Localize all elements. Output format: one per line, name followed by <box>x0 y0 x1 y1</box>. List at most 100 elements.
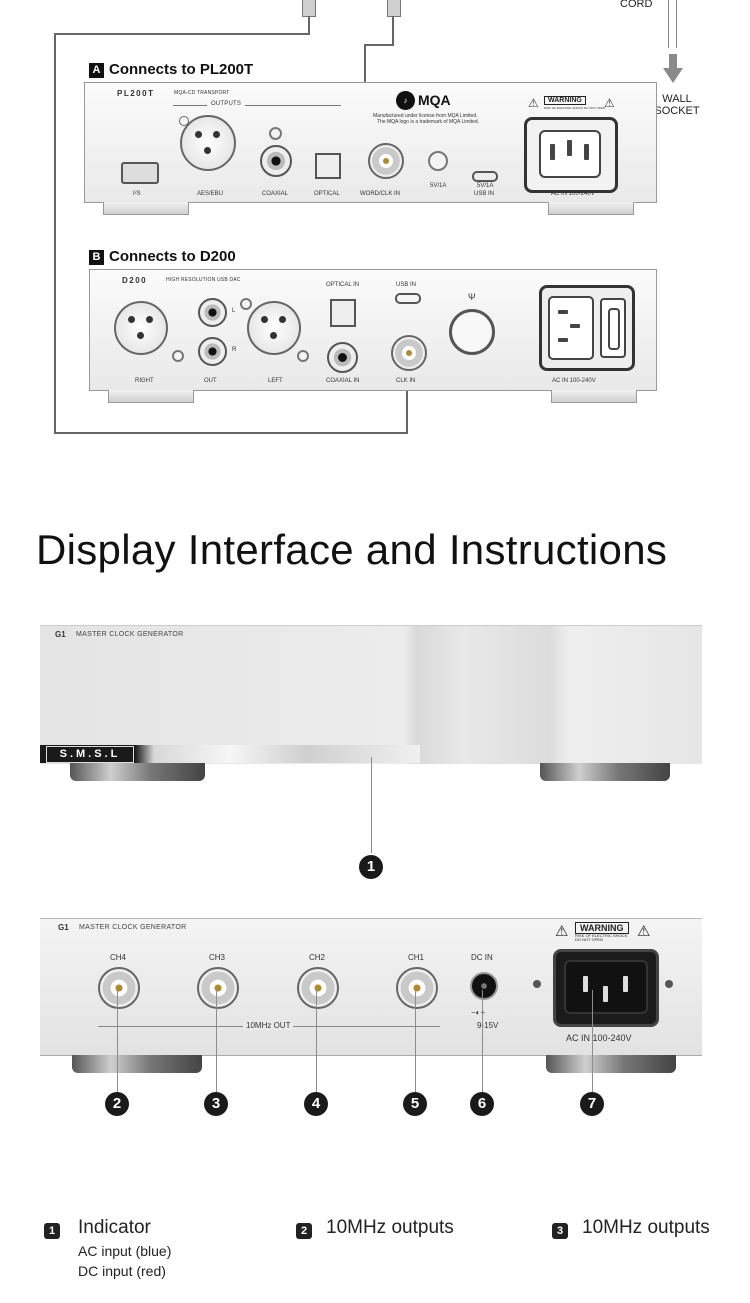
callout-5: 5 <box>403 1092 427 1116</box>
arrow-down-icon <box>663 54 683 83</box>
rear-foot <box>72 1055 202 1073</box>
warning-label: ⚠ WARNING RISK OF ELECTRIC SHOCK DO NOT … <box>528 96 618 112</box>
d200-ac-label: AC IN 100-240V <box>552 378 596 384</box>
coaxial-label: COAXIAL <box>262 191 289 197</box>
front-model-text: MASTER CLOCK GENERATOR <box>76 631 184 638</box>
section-a-badge: A <box>89 63 104 78</box>
section-b-badge: B <box>89 250 104 265</box>
d200-foot <box>551 390 637 403</box>
hdmi-i2s-port <box>121 162 159 184</box>
ch4-label: CH4 <box>110 953 127 962</box>
right-xlr-port <box>114 301 168 355</box>
mqa-notice-line-1: Manufactured under license from MQA Limi… <box>373 113 478 119</box>
page-heading: Display Interface and Instructions <box>36 526 668 573</box>
power-cord-label: CORD <box>620 0 653 10</box>
dc-in-jack <box>470 972 498 1000</box>
pl200t-foot <box>103 202 189 215</box>
cable-left <box>54 33 310 35</box>
optical-in-label: OPTICAL IN <box>326 282 360 288</box>
d200-screw-icon <box>172 350 184 362</box>
warning-triangle-icon: ⚠ <box>528 96 539 110</box>
i2s-label: I²S <box>133 191 141 197</box>
aes-ebu-xlr-port <box>180 115 236 171</box>
front-panel-body <box>40 625 702 764</box>
pl-screw-icon <box>269 127 282 140</box>
legend-number: 2 <box>296 1223 312 1239</box>
callout-line-2 <box>117 990 118 1092</box>
mqa-logo-text: MQA <box>418 92 451 108</box>
pl200t-subtitle: MQA-CD TRANSPORT <box>174 90 230 96</box>
optical-in-port <box>330 299 356 327</box>
usb-in-label: USB IN <box>474 191 495 197</box>
rear-screw-icon <box>665 980 673 988</box>
cable-left <box>54 33 56 434</box>
legend-number: 3 <box>552 1223 568 1239</box>
d200-subtitle: HIGH RESOLUTION USB DAC <box>166 277 241 283</box>
coaxial-in-label: COAXIAL IN <box>326 378 360 384</box>
ch3-label: CH3 <box>209 953 226 962</box>
d200-ac-inlet <box>539 285 635 371</box>
channel-l-label: L <box>232 308 236 314</box>
d200-foot <box>108 390 194 403</box>
outputs-rule <box>173 105 341 106</box>
rear-warning-sub: RISK OF ELECTRIC SHOCK DO NOT OPEN <box>575 933 628 942</box>
callout-line-3 <box>216 990 217 1092</box>
mqa-logo-icon: ♪ <box>396 91 415 110</box>
warning-sub: RISK OF ELECTRIC SHOCK DO NOT OPEN <box>544 106 605 110</box>
callout-line-7 <box>592 990 593 1092</box>
optical-port <box>315 153 341 179</box>
cable-left <box>406 360 408 434</box>
pl200t-foot <box>548 202 634 215</box>
dc-in-label: DC IN <box>471 953 493 962</box>
rear-ac-label: AC IN 100-240V <box>566 1033 632 1043</box>
ch1-bnc-port <box>396 967 438 1009</box>
callout-3: 3 <box>204 1092 228 1116</box>
bnc-plug-icon <box>302 0 316 17</box>
usb-in-label: USB IN <box>396 282 417 288</box>
usb-c-port <box>395 293 421 304</box>
cable-right <box>392 16 394 46</box>
word-clk-bnc-port <box>368 143 404 179</box>
callout-6: 6 <box>470 1092 494 1116</box>
d200-rear-panel: D200 HIGH RESOLUTION USB DAC L R OPTICAL… <box>89 269 657 391</box>
clk-in-bnc-port <box>391 335 427 371</box>
power-switch <box>600 298 626 358</box>
rear-warning-text: WARNING <box>575 922 629 934</box>
outputs-label: OUTPUTS <box>207 101 246 107</box>
left-xlr-port <box>247 301 301 355</box>
front-panel-gloss <box>40 745 420 763</box>
cable-left <box>54 432 408 434</box>
power-cord <box>676 0 677 48</box>
legend-title: 10MHz outputs <box>326 1217 454 1238</box>
rear-ac-inlet <box>553 949 659 1027</box>
channel-r-label: R <box>232 347 237 353</box>
optical-label: OPTICAL <box>314 191 340 197</box>
antenna-port <box>449 309 495 355</box>
ch3-bnc-port <box>197 967 239 1009</box>
front-model-badge: G1 <box>55 630 66 639</box>
word-clk-label: WORD/CLK IN <box>360 191 401 197</box>
cable-left <box>308 16 310 34</box>
rear-warning-label: ⚠ WARNING RISK OF ELECTRIC SHOCK DO NOT … <box>555 922 655 942</box>
rear-panel-body <box>40 918 702 1056</box>
cable-right <box>364 44 394 46</box>
power-cord <box>668 0 669 48</box>
usb-c-port <box>472 171 498 182</box>
aes-ebu-label: AES/EBU <box>197 191 224 197</box>
warning-triangle-icon: ⚠ <box>555 923 569 940</box>
ch2-bnc-port <box>297 967 339 1009</box>
rear-foot <box>546 1055 676 1073</box>
rear-model-badge: G1 <box>58 923 69 932</box>
right-label: RIGHT <box>135 378 154 384</box>
legend-title: Indicator <box>78 1217 151 1238</box>
rear-model-text: MASTER CLOCK GENERATOR <box>79 924 187 931</box>
ac-in-label: AC IN 100-240V <box>551 191 595 197</box>
ch4-bnc-port <box>98 967 140 1009</box>
warning-triangle-icon: ⚠ <box>637 923 651 940</box>
callout-line-5 <box>415 990 416 1092</box>
dc-polarity-icon: −◐+ <box>471 1008 486 1017</box>
bnc-plug-icon <box>387 0 401 17</box>
ch2-label: CH2 <box>309 953 326 962</box>
